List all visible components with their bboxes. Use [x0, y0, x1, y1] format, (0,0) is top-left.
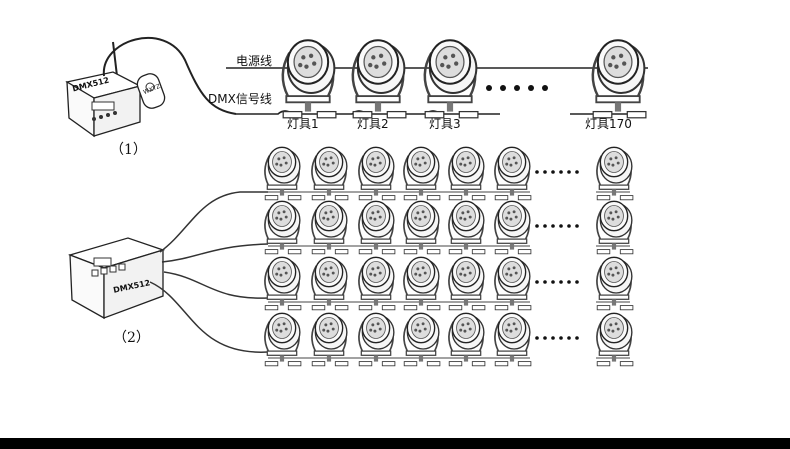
- diagram-marker-2: （2）: [113, 330, 150, 346]
- remote-icon: [136, 73, 166, 109]
- power-line-label: 电源线: [236, 54, 273, 68]
- dmx-controller-1: [65, 71, 142, 138]
- continuation-dots: [486, 85, 548, 91]
- fixture-grid: [264, 146, 634, 367]
- par-light-icon: [423, 39, 480, 120]
- fixture-label-3: 灯具3: [429, 117, 461, 131]
- fixture-label-2: 灯具2: [357, 117, 389, 131]
- bottom-bar: [0, 438, 790, 449]
- dmx-controller-2: [67, 237, 166, 320]
- signal-line-label: DMX信号线: [208, 92, 272, 106]
- row-cables: [149, 191, 269, 353]
- continuation-dots-bottom: [535, 170, 579, 340]
- fixture-label-170: 灯具170: [585, 117, 632, 131]
- par-light-icon: [591, 39, 648, 120]
- diagram-marker-1: （1）: [110, 142, 147, 158]
- antenna-icon: [112, 41, 118, 77]
- fixture-label-1: 灯具1: [287, 117, 319, 131]
- par-light-icon: [281, 39, 338, 120]
- par-light-icon: [351, 39, 408, 120]
